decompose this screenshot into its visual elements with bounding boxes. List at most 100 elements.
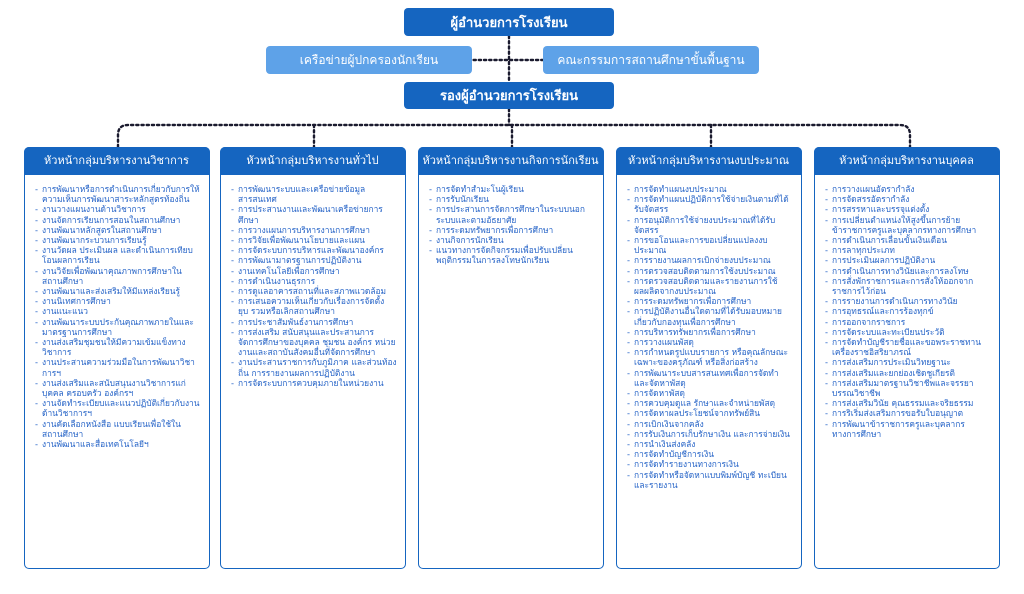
branch-bar-connector xyxy=(116,123,912,149)
duty-item: การประเมินผลการปฏิบัติงาน xyxy=(825,255,991,265)
duty-item: งานจัดการเรียนการสอนในสถานศึกษา xyxy=(35,215,201,225)
department-head-title: หัวหน้ากลุ่มบริหารงานทั่วไป xyxy=(219,146,406,175)
duty-item: การรับนักเรียน xyxy=(429,194,595,204)
duty-item: การระดมทรัพยากรเพื่อการศึกษา xyxy=(429,225,595,235)
duty-item: การจัดทำรายงานทางการเงิน xyxy=(627,459,793,469)
duty-item: การอนุมัติการใช้จ่ายงบประมาณที่ได้รับจัด… xyxy=(627,215,793,235)
school-board-box: คณะกรรมการสถานศึกษาขั้นพื้นฐาน xyxy=(543,46,759,74)
duty-item: การนำเงินส่งคลัง xyxy=(627,439,793,449)
duty-item: การอุทธรณ์และการร้องทุกข์ xyxy=(825,306,991,316)
duty-item: การตรวจสอบติดตามการใช้งบประมาณ xyxy=(627,266,793,276)
duty-item: งานแนะแนว xyxy=(35,306,201,316)
duty-item: การกำหนดรูปแบบรายการ หรือคุณลักษณะเฉพาะข… xyxy=(627,347,793,367)
duty-item: การจัดทำบัญชีการเงิน xyxy=(627,449,793,459)
duty-item: งานวิจัยเพื่อพัฒนาคุณภาพการศึกษาในสถานศึ… xyxy=(35,266,201,286)
department-personnel-column: หัวหน้ากลุ่มบริหารงานบุคคลการวางแผนอัตรา… xyxy=(813,146,1000,569)
duty-item: การส่งเสริม สนับสนุนและประสานการจัดการศึ… xyxy=(231,327,397,358)
parent-network-box: เครือข่ายผู้ปกครองนักเรียน xyxy=(266,46,472,74)
duty-item: งานนิเทศการศึกษา xyxy=(35,296,201,306)
duty-item: งานพัฒนาและสื่อเทคโนโลยีฯ xyxy=(35,439,201,449)
duty-item: การดำเนินการเลื่อนขั้นเงินเดือน xyxy=(825,235,991,245)
duty-item: การวางแผนพัสดุ xyxy=(627,337,793,347)
duty-item: งานวัดผล ประเมินผล และดำเนินการเทียบโอนผ… xyxy=(35,245,201,265)
duty-item: แนวทางการจัดกิจกรรมเพื่อปรับเปลี่ยนพฤติก… xyxy=(429,245,595,265)
duty-item: การดำเนินงานธุรการ xyxy=(231,276,397,286)
duty-item: งานพัฒนากระบวนการเรียนรู้ xyxy=(35,235,201,245)
director-box: ผู้อำนวยการโรงเรียน xyxy=(404,8,614,36)
duty-item: การประสานการจัดการศึกษาในระบบนอกระบบและต… xyxy=(429,204,595,224)
duty-item: การจัดทำแผนปฏิบัติการใช้จ่ายเงินตามที่ได… xyxy=(627,194,793,214)
duty-item: การสรรหาและบรรจุแต่งตั้ง xyxy=(825,204,991,214)
duty-item: การออกจากราชการ xyxy=(825,317,991,327)
duty-item: การพัฒนาระบบและเครือข่ายข้อมูลสารสนเทศ xyxy=(231,184,397,204)
duty-item: การประสานงานและพัฒนาเครือข่ายการศึกษา xyxy=(231,204,397,224)
duty-item: การระดมทรัพยากรเพื่อการศึกษา xyxy=(627,296,793,306)
duty-item: การบริหารทรัพยากรเพื่อการศึกษา xyxy=(627,327,793,337)
duty-item: การส่งเสริมมาตรฐานวิชาชีพและจรรยาบรรณวิช… xyxy=(825,378,991,398)
duty-item: งานประสานราชการกับภูมิภาค และส่วนท้องถิ่… xyxy=(231,357,397,377)
deputy-director-box: รองผู้อำนวยการโรงเรียน xyxy=(404,82,614,109)
duty-item: งานกิจการนักเรียน xyxy=(429,235,595,245)
duty-list: การพัฒนาหรือการดำเนินการเกี่ยวกับการให้ค… xyxy=(35,184,201,449)
department-budget-column: หัวหน้ากลุ่มบริหารงานงบประมาณการจัดทำแผน… xyxy=(615,146,802,569)
duty-item: งานวางแผนงานด้านวิชาการ xyxy=(35,204,201,214)
duty-item: การวางแผนอัตรากำลัง xyxy=(825,184,991,194)
duty-item: การริเริ่มส่งเสริมการขอรับใบอนุญาต xyxy=(825,408,991,418)
duty-item: การรับเงินการเก็บรักษาเงิน และการจ่ายเงิ… xyxy=(627,429,793,439)
duty-item: การจัดสรรอัตรากำลัง xyxy=(825,194,991,204)
duty-item: การประชาสัมพันธ์งานการศึกษา xyxy=(231,317,397,327)
duty-item: การส่งเสริมและยกย่องเชิดชูเกียรติ xyxy=(825,368,991,378)
duty-item: การจัดระบบและทะเบียนประวัติ xyxy=(825,327,991,337)
duty-list: การพัฒนาระบบและเครือข่ายข้อมูลสารสนเทศกา… xyxy=(231,184,397,388)
duty-item: งานพัฒนาและส่งเสริมให้มีแหล่งเรียนรู้ xyxy=(35,286,201,296)
duty-item: การดูแลอาคารสถานที่และสภาพแวดล้อม xyxy=(231,286,397,296)
department-head-title: หัวหน้ากลุ่มบริหารงานบุคคล xyxy=(813,146,1000,175)
department-student-affairs-column: หัวหน้ากลุ่มบริหารงานกิจการนักเรียนการจั… xyxy=(417,146,604,569)
duty-item: การจัดระบบการบริหารและพัฒนาองค์กร xyxy=(231,245,397,255)
department-head-title: หัวหน้ากลุ่มบริหารงานวิชาการ xyxy=(23,146,210,175)
duty-item: การปฏิบัติงานอื่นใดตามที่ได้รับมอบหมายเก… xyxy=(627,306,793,326)
duty-item: งานพัฒนาระบบประกันคุณภาพภายในและมาตรฐานก… xyxy=(35,317,201,337)
duty-item: การเปลี่ยนตำแหน่งให้สูงขึ้นการย้ายข้าราช… xyxy=(825,215,991,235)
duty-item: การจัดทำบัญชีรายชื่อและขอพระราชทานเครื่อ… xyxy=(825,337,991,357)
duty-item: การส่งเสริมวินัย คุณธรรมและจริยธรรม xyxy=(825,398,991,408)
duty-item: งานพัฒนาหลักสูตรในสถานศึกษา xyxy=(35,225,201,235)
duty-list: การจัดทำสำมะโนผู้เรียนการรับนักเรียนการป… xyxy=(429,184,595,266)
duty-item: การลาทุกประเภท xyxy=(825,245,991,255)
duty-item: การพัฒนาหรือการดำเนินการเกี่ยวกับการให้ค… xyxy=(35,184,201,204)
department-head-title: หัวหน้ากลุ่มบริหารงานกิจการนักเรียน xyxy=(417,146,604,175)
duty-item: การจัดทำแผนงบประมาณ xyxy=(627,184,793,194)
duty-item: การเสนอความเห็นเกี่ยวกับเรื่องการจัดตั้ง… xyxy=(231,296,397,316)
duty-item: การพัฒนามาตรฐานการปฏิบัติงาน xyxy=(231,255,397,265)
duty-item: การจัดระบบการควบคุมภายในหน่วยงาน xyxy=(231,378,397,388)
duty-item: งานคัดเลือกหนังสือ แบบเรียนเพื่อใช้ในสถา… xyxy=(35,419,201,439)
duty-item: งานส่งเสริมและสนับสนุนงานวิชาการแก่บุคคล… xyxy=(35,378,201,398)
duty-item: การขอโอนและการขอเปลี่ยนแปลงงบประมาณ xyxy=(627,235,793,255)
duty-item: การควบคุมดูแล รักษาและจำหน่ายพัสดุ xyxy=(627,398,793,408)
duty-item: การรายงานผลการเบิกจ่ายงบประมาณ xyxy=(627,255,793,265)
duty-item: การพัฒนาข้าราชการครูและบุคลากรทางการศึกษ… xyxy=(825,419,991,439)
duty-item: การจัดหาผลประโยชน์จากทรัพย์สิน xyxy=(627,408,793,418)
duty-item: งานส่งเสริมชุมชนให้มีความเข้มแข็งทางวิชา… xyxy=(35,337,201,357)
department-head-title: หัวหน้ากลุ่มบริหารงานงบประมาณ xyxy=(615,146,802,175)
duty-item: การรายงานการดำเนินการทางวินัย xyxy=(825,296,991,306)
duty-item: การจัดทำหรือจัดหาแบบพิมพ์บัญชี ทะเบียนแล… xyxy=(627,470,793,490)
duty-item: การจัดทำสำมะโนผู้เรียน xyxy=(429,184,595,194)
department-academic-column: หัวหน้ากลุ่มบริหารงานวิชาการการพัฒนาหรือ… xyxy=(23,146,210,569)
duty-item: การวางแผนการบริหารงานการศึกษา xyxy=(231,225,397,235)
duty-item: การส่งเสริมการประเมินวิทยฐานะ xyxy=(825,357,991,367)
duty-item: การพัฒนาระบบสารสนเทศเพื่อการจัดทำและจัดห… xyxy=(627,368,793,388)
department-general-admin-column: หัวหน้ากลุ่มบริหารงานทั่วไปการพัฒนาระบบแ… xyxy=(219,146,406,569)
duty-item: การสั่งพักราชการและการสั่งให้ออกจากราชกา… xyxy=(825,276,991,296)
duty-item: งานประสานความร่วมมือในการพัฒนาวิชาการฯ xyxy=(35,357,201,377)
duty-item: งานเทคโนโลยีเพื่อการศึกษา xyxy=(231,266,397,276)
duty-item: การดำเนินการทางวินัยและการลงโทษ xyxy=(825,266,991,276)
duty-item: การตรวจสอบติดตามและรายงานการใช้ผลผลิตจาก… xyxy=(627,276,793,296)
duty-list: การจัดทำแผนงบประมาณการจัดทำแผนปฏิบัติการ… xyxy=(627,184,793,490)
duty-item: การจัดหาพัสดุ xyxy=(627,388,793,398)
duty-item: งานจัดทำระเบียบและแนวปฏิบัติเกี่ยวกับงาน… xyxy=(35,398,201,418)
duty-item: การเบิกเงินจากคลัง xyxy=(627,419,793,429)
duty-item: การวิจัยเพื่อพัฒนานโยบายและแผน xyxy=(231,235,397,245)
duty-list: การวางแผนอัตรากำลังการจัดสรรอัตรากำลังกา… xyxy=(825,184,991,439)
